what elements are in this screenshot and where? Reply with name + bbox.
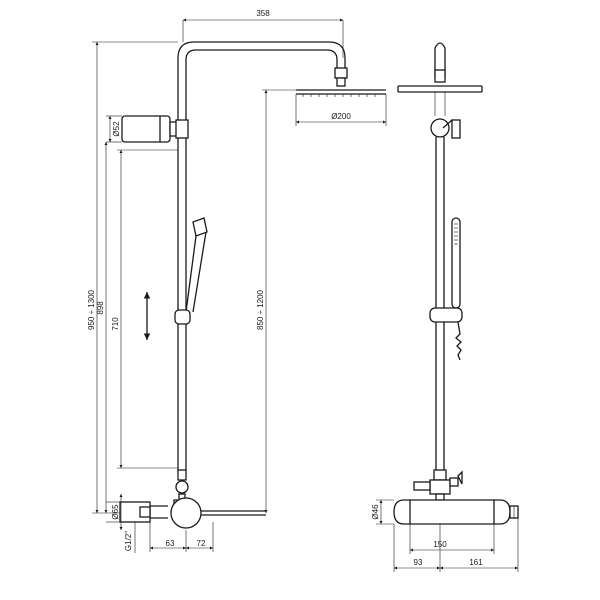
side-riser: [435, 137, 445, 470]
dim-mixer-offset-label: 72: [197, 539, 206, 548]
front-view: 358 Ø200: [87, 9, 387, 553]
dim-inlet-label: G1/2": [124, 531, 133, 551]
side-view: Ø46 150 93 161: [371, 42, 519, 572]
dim-bar-height-label: 898: [96, 301, 105, 315]
dim-bottom-offsets: 63 72: [149, 522, 214, 552]
dim-head-height-label: 850 ÷ 1200: [256, 289, 265, 330]
mixer-body: [119, 497, 266, 529]
dim-overall-height: 950 ÷ 1300: [87, 41, 178, 514]
dim-mixer-diameter-label: Ø65: [111, 504, 120, 520]
side-diverter: [413, 469, 463, 501]
dim-mixer-diameter: Ø65: [106, 494, 123, 530]
side-mixer-body: [393, 499, 519, 525]
side-top-bracket: [430, 118, 461, 139]
side-hand-shower: [429, 217, 463, 361]
side-dim-mixer-diameter: Ø46: [371, 499, 394, 525]
side-dim-center-distance: 150: [409, 524, 495, 554]
dim-overall-height-label: 950 ÷ 1300: [87, 289, 96, 330]
shower-head: Ø200: [295, 67, 387, 126]
dim-width-label: 358: [256, 9, 270, 18]
dim-holder-label: Ø52: [112, 121, 121, 137]
riser-pipe: [177, 41, 346, 470]
side-dim-mixer-diameter-label: Ø46: [371, 504, 380, 520]
dim-inlet-offset-label: 63: [166, 539, 175, 548]
hand-shower: [174, 217, 208, 325]
dim-slide-range-label: 710: [111, 317, 120, 331]
dim-head-height: 850 ÷ 1200: [256, 89, 296, 513]
dim-slide-range: 710: [111, 149, 178, 469]
side-dim-offsets: 93 161: [393, 518, 519, 572]
side-shower-arm: [397, 42, 483, 116]
side-dim-right-offset-label: 161: [469, 558, 483, 567]
dim-head-label: Ø200: [331, 112, 351, 121]
dim-inlet: G1/2": [124, 522, 136, 553]
dim-width: 358: [182, 9, 344, 58]
top-wall-bracket: Ø52: [106, 115, 189, 143]
side-dim-left-offset-label: 93: [414, 558, 423, 567]
dim-bar-height: 898: [96, 142, 108, 513]
